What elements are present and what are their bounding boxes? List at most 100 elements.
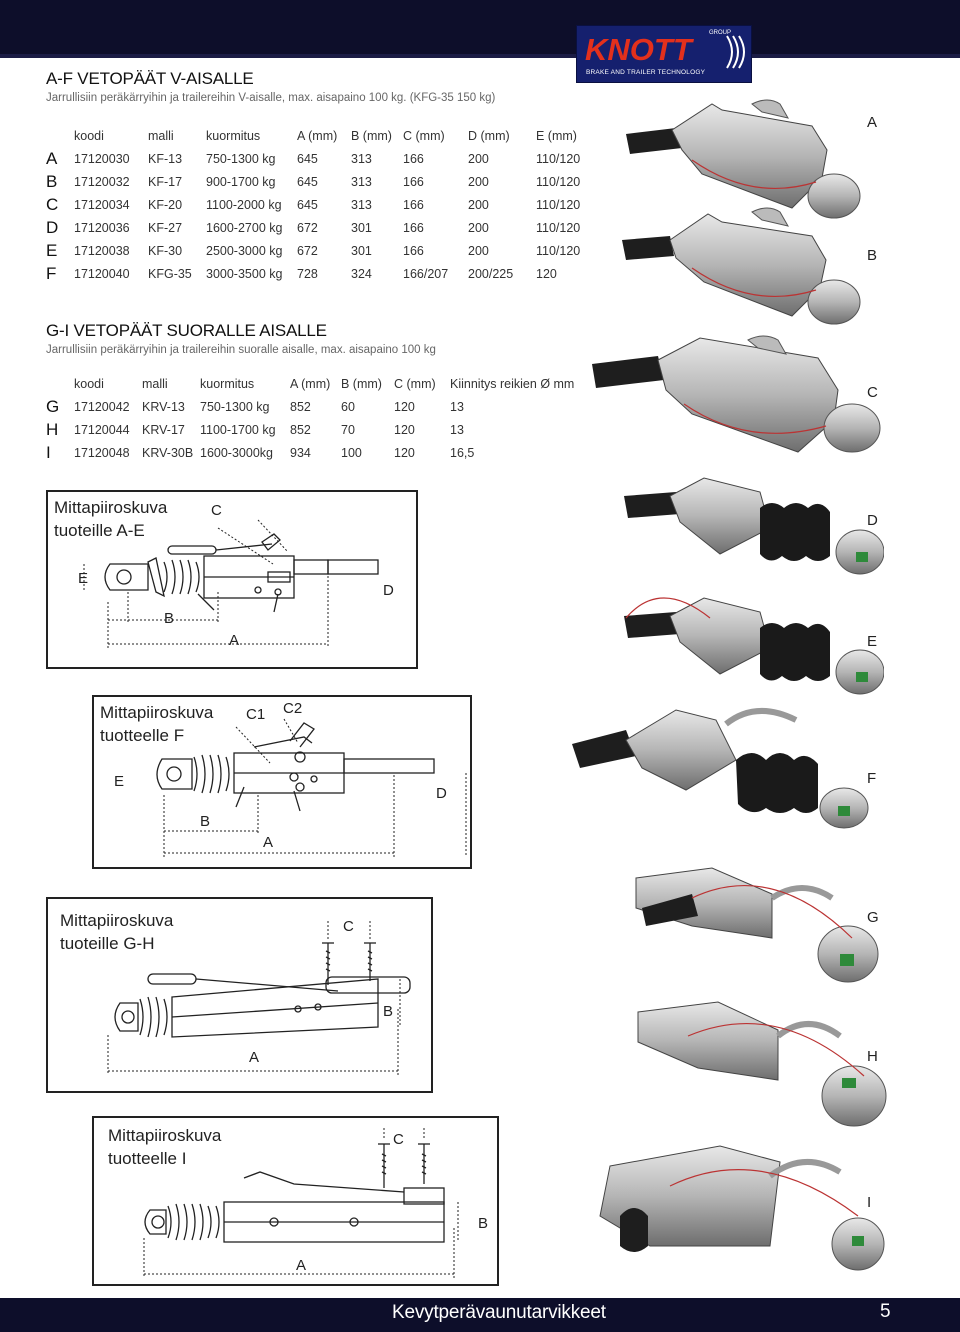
- cell: 70: [341, 422, 355, 437]
- cell: 1600-2700 kg: [206, 220, 283, 235]
- product-label-f: F: [867, 770, 877, 787]
- cell: KRV-17: [142, 422, 185, 437]
- col-header: kuormitus: [206, 128, 261, 143]
- cell: 934: [290, 445, 311, 460]
- row-label: F: [46, 263, 57, 283]
- coupling-photo-g: [635, 867, 879, 983]
- cell: 750-1300 kg: [200, 399, 270, 414]
- coupling-photo-f: [572, 707, 869, 829]
- coupling-photo-e: [624, 597, 884, 695]
- cell: 672: [297, 243, 318, 258]
- cell: 728: [297, 266, 318, 281]
- coupling-drawing-gh: [107, 921, 411, 1075]
- dim-label-b: B: [164, 610, 175, 627]
- dim-label-c: C: [343, 918, 354, 935]
- cell: 110/120: [536, 243, 581, 258]
- cell: KRV-30B: [142, 445, 194, 460]
- cell: 13: [450, 399, 464, 414]
- cell: KF-13: [148, 151, 183, 166]
- section1-subtitle: Jarrullisiin peräkärryihin ja trailereih…: [46, 92, 496, 104]
- coupling-photo-a: [626, 99, 861, 219]
- table-header-row: koodi malli kuormitus A (mm) B (mm) C (m…: [46, 372, 580, 395]
- col-header: koodi: [74, 128, 104, 143]
- bottom-bar: [0, 1298, 960, 1332]
- col-header: B (mm): [341, 376, 382, 391]
- cell: KF-20: [148, 197, 183, 212]
- cell: 645: [297, 151, 318, 166]
- cell: KRV-13: [142, 399, 185, 414]
- coupling-photo-h: [637, 1001, 887, 1127]
- dim-label-b: B: [200, 813, 211, 830]
- specs-table-gi: koodi malli kuormitus A (mm) B (mm) C (m…: [46, 372, 580, 464]
- cell: 17120044: [74, 422, 130, 437]
- col-header: malli: [148, 128, 174, 143]
- cell: 200: [468, 174, 489, 189]
- row-label: A: [46, 148, 58, 168]
- cell: 120: [394, 399, 415, 414]
- dim-label-e: E: [114, 773, 125, 790]
- cell: 200: [468, 220, 489, 235]
- dim-label-a: A: [229, 632, 240, 649]
- product-photos-de: [624, 477, 884, 695]
- cell: 301: [351, 220, 372, 235]
- coupling-photo-i: [599, 1145, 885, 1271]
- table-header-row: koodi malli kuormitus A (mm) B (mm) C (m…: [46, 124, 596, 147]
- col-header: E (mm): [536, 128, 577, 143]
- col-header: A (mm): [290, 376, 331, 391]
- cell: 166: [403, 243, 424, 258]
- cell: 852: [290, 399, 311, 414]
- dim-label-c: C: [211, 502, 222, 519]
- product-label-d: D: [867, 512, 878, 529]
- cell: 200: [468, 151, 489, 166]
- cell: 1600-3000kg: [200, 445, 273, 460]
- cell: 17120040: [74, 266, 130, 281]
- cell: 13: [450, 422, 464, 437]
- dim-label-b: B: [478, 1215, 489, 1232]
- product-label-a: A: [867, 114, 878, 131]
- section2-subtitle: Jarrullisiin peräkärryihin ja trailereih…: [46, 344, 436, 356]
- cell: 750-1300 kg: [206, 151, 276, 166]
- cell: KF-17: [148, 174, 183, 189]
- dim-label-d: D: [436, 785, 447, 802]
- cell: 166: [403, 220, 424, 235]
- page-number: 5: [880, 1301, 891, 1322]
- col-header: B (mm): [351, 128, 392, 143]
- cell: 2500-3000 kg: [206, 243, 283, 258]
- col-header: malli: [142, 376, 168, 391]
- cell: 3000-3500 kg: [206, 266, 283, 281]
- col-header: Kiinnitys reikien Ø mm: [450, 376, 575, 391]
- col-header: koodi: [74, 376, 104, 391]
- footer-title: Kevytperävaunutarvikkeet: [392, 1302, 606, 1323]
- dim-label-c1: C1: [246, 706, 266, 723]
- col-header: C (mm): [403, 128, 445, 143]
- cell: 110/120: [536, 174, 581, 189]
- dim-label-d: D: [383, 582, 394, 599]
- coupling-photo-d: [624, 477, 884, 575]
- cell: KF-27: [148, 220, 183, 235]
- cell: 166: [403, 151, 424, 166]
- product-label-g: G: [867, 909, 879, 926]
- col-header: D (mm): [468, 128, 510, 143]
- cell: 313: [351, 174, 372, 189]
- dim-label-c: C: [393, 1131, 404, 1148]
- dim-label-a: A: [263, 834, 274, 851]
- cell: 301: [351, 243, 372, 258]
- row-label: C: [46, 194, 59, 214]
- cell: 100: [341, 445, 362, 460]
- cell: 313: [351, 151, 372, 166]
- cell: 166: [403, 174, 424, 189]
- cell: 120: [536, 266, 557, 281]
- cell: 852: [290, 422, 311, 437]
- product-label-c: C: [867, 384, 878, 401]
- knott-logo: KNOTT GROUP BRAKE AND TRAILER TECHNOLOGY: [576, 25, 752, 83]
